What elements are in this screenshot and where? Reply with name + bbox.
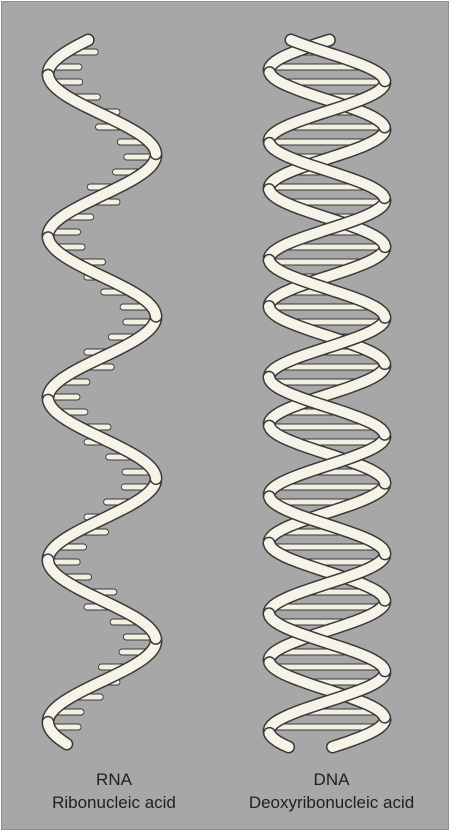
rna-label: RNA [14,768,214,791]
rna-full-name: Ribonucleic acid [14,791,214,814]
rna-helix [48,40,156,744]
dna-base [271,544,381,550]
dna-caption: DNA Deoxyribonucleic acid [224,768,439,814]
dna-base [272,604,382,610]
dna-label: DNA [224,768,439,791]
dna-base [273,664,383,670]
dna-helix [269,40,385,747]
rna-caption: RNA Ribonucleic acid [14,768,214,814]
dna-full-name: Deoxyribonucleic acid [224,791,439,814]
